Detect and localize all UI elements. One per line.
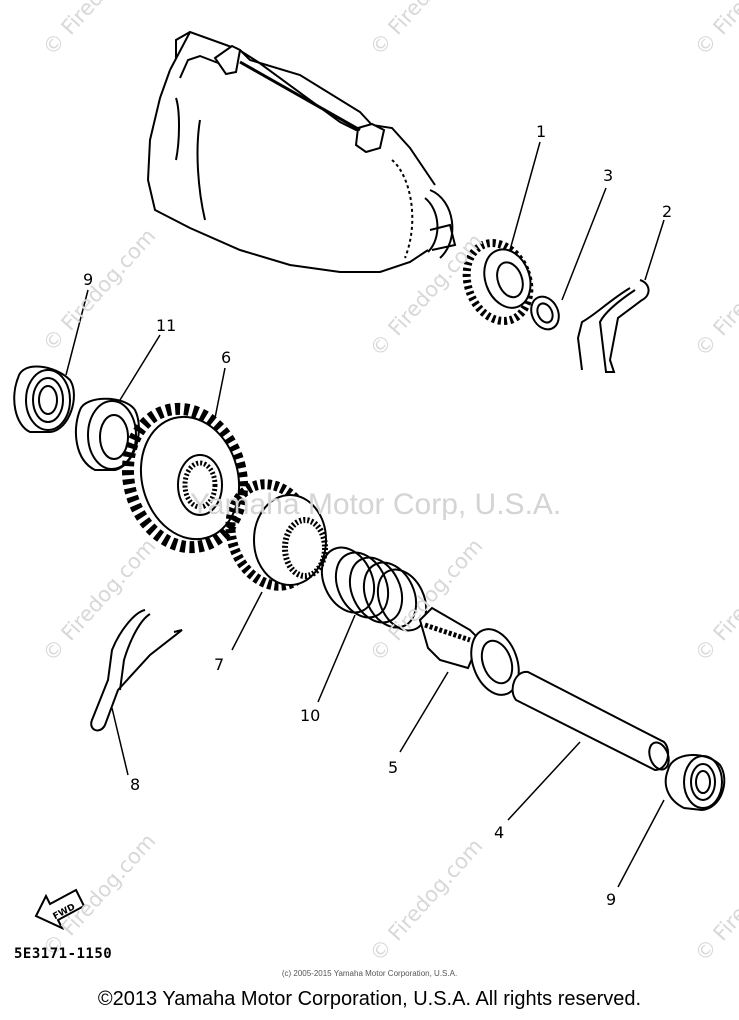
clip-part-2 bbox=[576, 279, 650, 373]
gear-part-7 bbox=[225, 479, 328, 591]
spring-part-10 bbox=[320, 546, 428, 632]
callout-11: 11 bbox=[156, 316, 177, 335]
shaft-part-4 bbox=[511, 670, 670, 772]
bearing-part-9-lower bbox=[664, 753, 726, 812]
callout-5: 5 bbox=[388, 758, 399, 777]
fwd-arrow-icon bbox=[34, 888, 86, 931]
callout-7: 7 bbox=[214, 655, 225, 674]
part-code: 5E3171-1150 bbox=[14, 946, 113, 962]
copyright-notice: ©2013 Yamaha Motor Corporation, U.S.A. A… bbox=[97, 988, 642, 1010]
callout-8: 8 bbox=[130, 775, 141, 794]
callout-3: 3 bbox=[603, 166, 614, 185]
collar-part-11 bbox=[74, 397, 140, 471]
small-copyright: (c) 2005-2015 Yamaha Motor Corporation, … bbox=[281, 969, 458, 978]
callout-9-lower: 9 bbox=[606, 890, 617, 909]
callout-4: 4 bbox=[494, 823, 505, 842]
clutch-part-5 bbox=[418, 606, 520, 696]
callout-6: 6 bbox=[221, 348, 232, 367]
callout-2: 2 bbox=[662, 202, 673, 221]
callout-10: 10 bbox=[300, 706, 321, 725]
callout-9-upper: 9 bbox=[83, 270, 94, 289]
callout-1: 1 bbox=[536, 122, 547, 141]
gear-part-6 bbox=[121, 402, 249, 554]
starter-motor bbox=[146, 30, 457, 273]
circlip-part-3 bbox=[530, 295, 560, 331]
gear-part-1 bbox=[462, 239, 534, 325]
leader-lines bbox=[65, 141, 665, 888]
clip-part-8 bbox=[90, 609, 183, 732]
bearing-part-9-upper bbox=[13, 365, 75, 433]
